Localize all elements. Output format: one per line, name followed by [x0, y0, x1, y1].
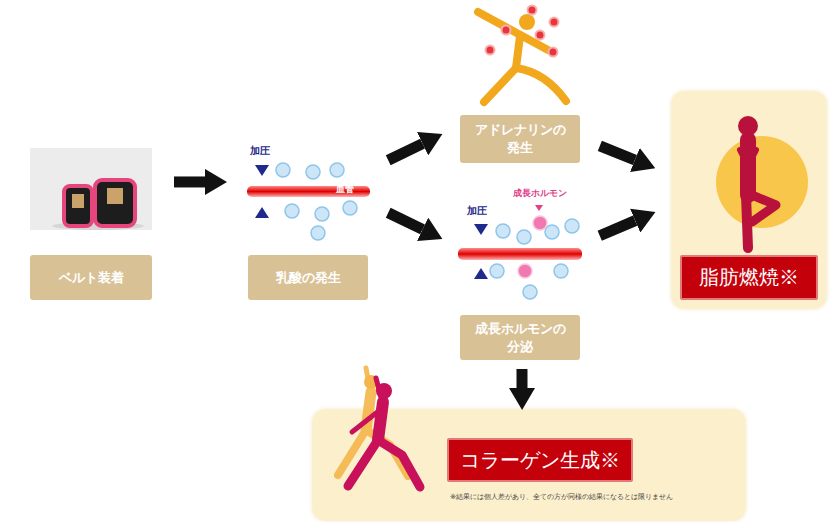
adrenaline-dot: [502, 26, 511, 35]
result-label: 脂肪燃焼※: [680, 255, 818, 300]
figure-leg: [752, 195, 776, 222]
hormone-particle: [518, 264, 532, 278]
lactic-particle: [523, 285, 537, 299]
figure-arms: [740, 150, 756, 166]
flow-arrow: [174, 176, 205, 187]
lactic-particle: [490, 264, 504, 278]
figure-torso: [366, 392, 371, 430]
belt-shape: [95, 180, 135, 226]
lactic-particle: [565, 219, 579, 233]
adrenaline-dot: [549, 48, 558, 57]
lactic-particle: [311, 226, 325, 240]
adrenaline-dot: [528, 6, 537, 15]
figure-leg: [348, 440, 378, 486]
belt-buckle: [72, 194, 84, 208]
lactic-particle: [517, 230, 531, 244]
figure-head: [738, 116, 758, 136]
lactic-particle: [330, 163, 344, 177]
photo-background: [30, 148, 152, 230]
pressure-arrow: [255, 165, 269, 176]
step-label: アドレナリンの 発生: [460, 115, 580, 163]
pressure-arrow: [474, 268, 488, 279]
lactic-particle: [545, 225, 559, 239]
lactic-particle: [554, 264, 568, 278]
flow-arrow: [600, 146, 635, 160]
sun-circle: [716, 136, 808, 228]
belt-shape: [64, 186, 92, 226]
lactic-particle: [306, 165, 320, 179]
lactic-particle: [276, 163, 290, 177]
flow-arrow: [388, 213, 422, 230]
footnote: ※結果には個人差があり、全ての方が同様の結果になるとは限りません: [450, 490, 740, 504]
figure-torso: [740, 140, 756, 195]
step-label: 乳酸の発生: [248, 255, 368, 300]
flow-arrow: [388, 144, 422, 161]
annotation-label: 加圧: [250, 145, 270, 156]
hormone-pointer: [535, 205, 543, 211]
figure-arms: [478, 12, 548, 50]
hormone-particle: [533, 216, 547, 230]
figure-leg: [516, 68, 566, 101]
figure-torso: [516, 36, 520, 68]
adrenaline-dot: [550, 18, 559, 27]
blood-vessel: [458, 248, 582, 260]
figure-leg: [484, 68, 516, 102]
blood-vessel: [247, 186, 370, 197]
step-label: ベルト装着: [30, 255, 152, 300]
adrenaline-dot: [486, 46, 495, 55]
figure-head: [519, 14, 535, 30]
annotation-label: 成長ホルモン: [513, 189, 567, 199]
figure-head: [376, 383, 392, 399]
adrenaline-dot: [536, 31, 545, 40]
lactic-particle: [343, 201, 357, 215]
belt-buckle: [107, 188, 123, 204]
annotation-label: 血管: [336, 185, 354, 195]
pressure-arrow: [255, 207, 269, 218]
flow-arrow: [516, 369, 527, 388]
step-label: 成長ホルモンの 分泌: [460, 315, 580, 360]
lactic-particle: [496, 224, 510, 238]
lactic-particle: [315, 207, 329, 221]
lactic-particle: [285, 204, 299, 218]
figure-leg: [378, 440, 420, 487]
flow-arrow: [600, 221, 635, 236]
figure-arms: [352, 410, 380, 432]
result-label: コラーゲン生成※: [447, 438, 633, 482]
annotation-label: 加圧: [467, 205, 487, 216]
pressure-arrow: [474, 224, 488, 235]
